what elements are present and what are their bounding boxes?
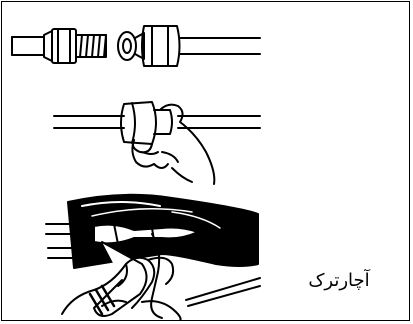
pipe-male-fitting: [12, 29, 106, 63]
hand-tightening-nut: [54, 102, 260, 184]
figure-caption: آچارترک: [284, 270, 394, 291]
wrenches-on-pipe: [46, 195, 260, 321]
figure-frame: آچارترک: [1, 1, 410, 321]
flare-nut: [118, 26, 260, 66]
